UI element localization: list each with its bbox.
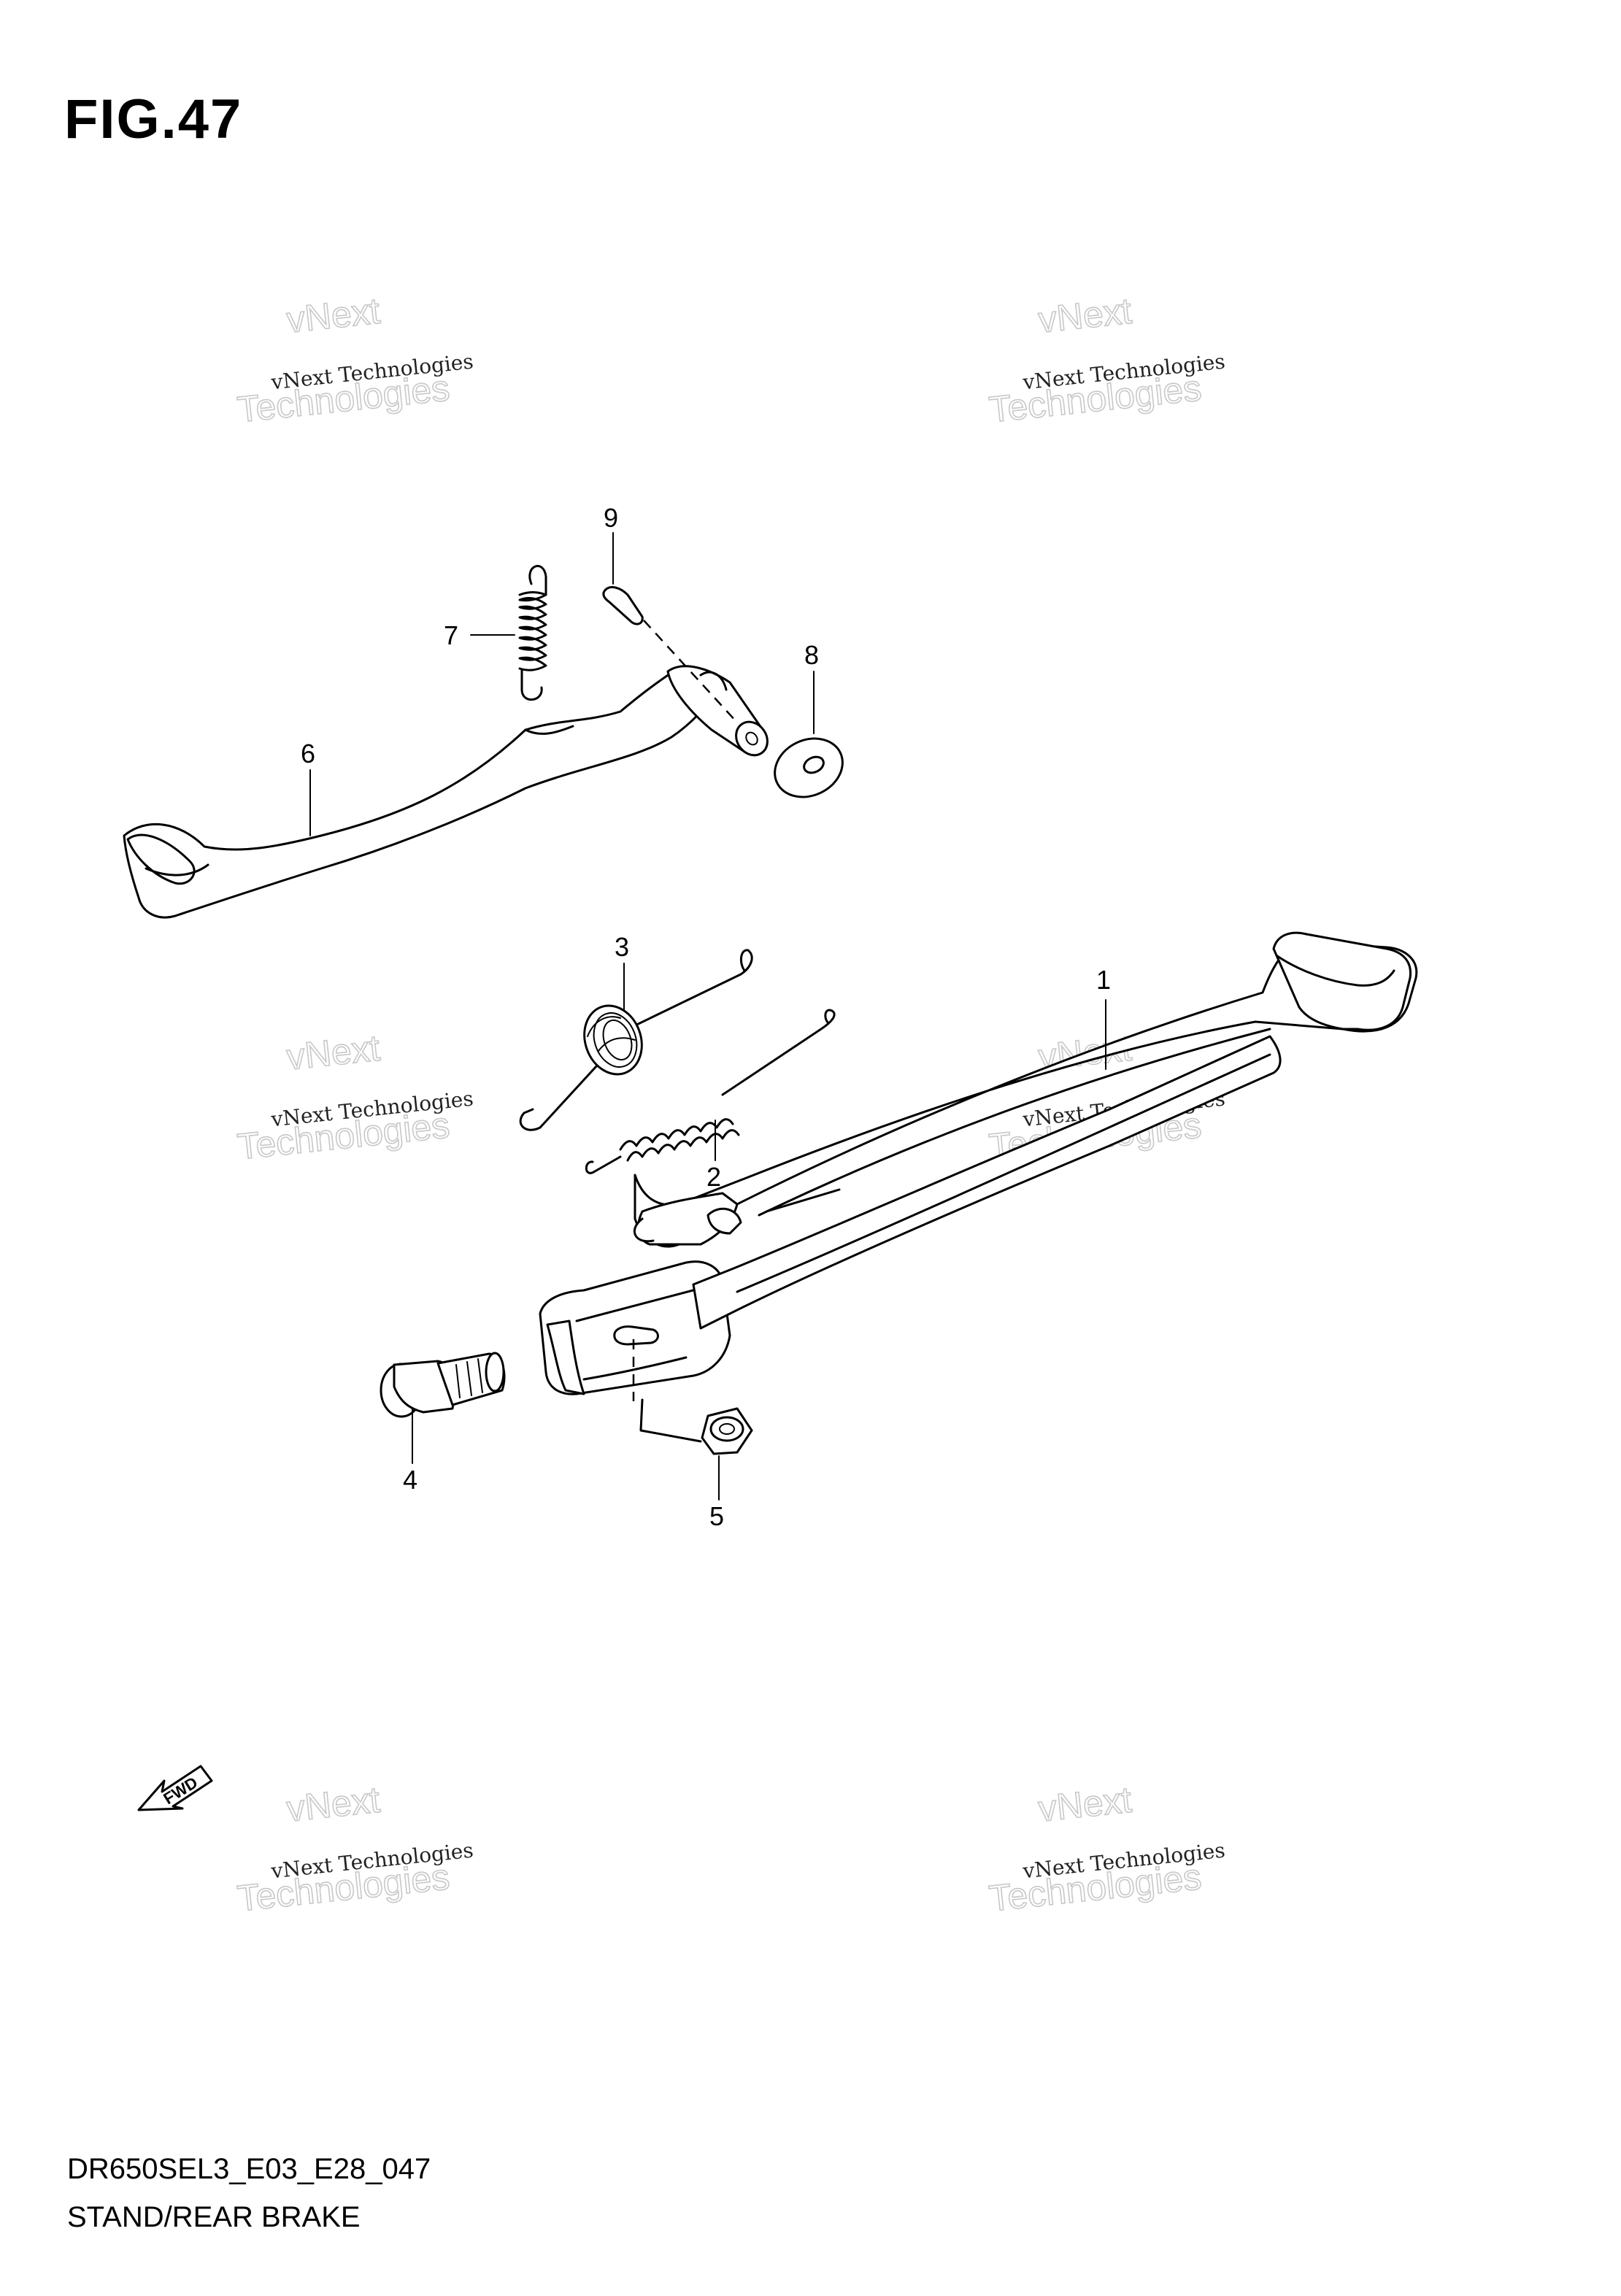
callout-2: 2	[706, 1162, 721, 1192]
watermark-bottom-left: vNext Technologies vNext Technologies	[235, 1779, 474, 1919]
watermark-top-right: vNext Technologies vNext Technologies	[987, 290, 1226, 431]
part-1-side-stand[interactable]	[539, 931, 1418, 1395]
part-6-brake-pedal[interactable]	[123, 665, 774, 919]
callout-leaders	[309, 532, 1106, 1501]
callout-8: 8	[804, 640, 819, 670]
diagram-code: DR650SEL3_E03_E28_047	[67, 2153, 431, 2185]
part-3-side-stand-spring[interactable]	[519, 949, 753, 1131]
part-2-side-stand-spring[interactable]	[585, 1009, 836, 1174]
part-9-cotter-pin[interactable]	[602, 586, 738, 723]
svg-text:vNext: vNext	[285, 290, 382, 341]
forward-direction-arrow-icon: FWD	[137, 1765, 213, 1811]
callout-9: 9	[604, 503, 618, 533]
callout-6: 6	[301, 739, 315, 768]
svg-text:vNext: vNext	[285, 1028, 382, 1078]
part-8-washer[interactable]	[765, 728, 852, 807]
callout-5: 5	[709, 1501, 724, 1531]
diagram-name: STAND/REAR BRAKE	[67, 2201, 361, 2233]
callout-7: 7	[444, 620, 458, 650]
svg-text:vNext: vNext	[1036, 290, 1133, 341]
callout-1: 1	[1096, 965, 1111, 995]
callout-4: 4	[403, 1465, 417, 1495]
watermark-middle-left: vNext Technologies vNext Technologies	[235, 1027, 474, 1168]
callout-3: 3	[615, 932, 629, 962]
part-5-nut[interactable]	[632, 1339, 753, 1455]
part-7-brake-pedal-spring[interactable]	[518, 565, 547, 701]
watermark-bottom-right: vNext Technologies vNext Technologies	[987, 1779, 1226, 1919]
part-4-pivot-bolt[interactable]	[380, 1352, 506, 1418]
svg-text:vNext: vNext	[285, 1779, 382, 1830]
svg-text:vNext: vNext	[1036, 1779, 1133, 1830]
watermark-top-left: vNext Technologies vNext Technologies	[235, 290, 474, 431]
figure-title: FIG.47	[64, 88, 243, 150]
